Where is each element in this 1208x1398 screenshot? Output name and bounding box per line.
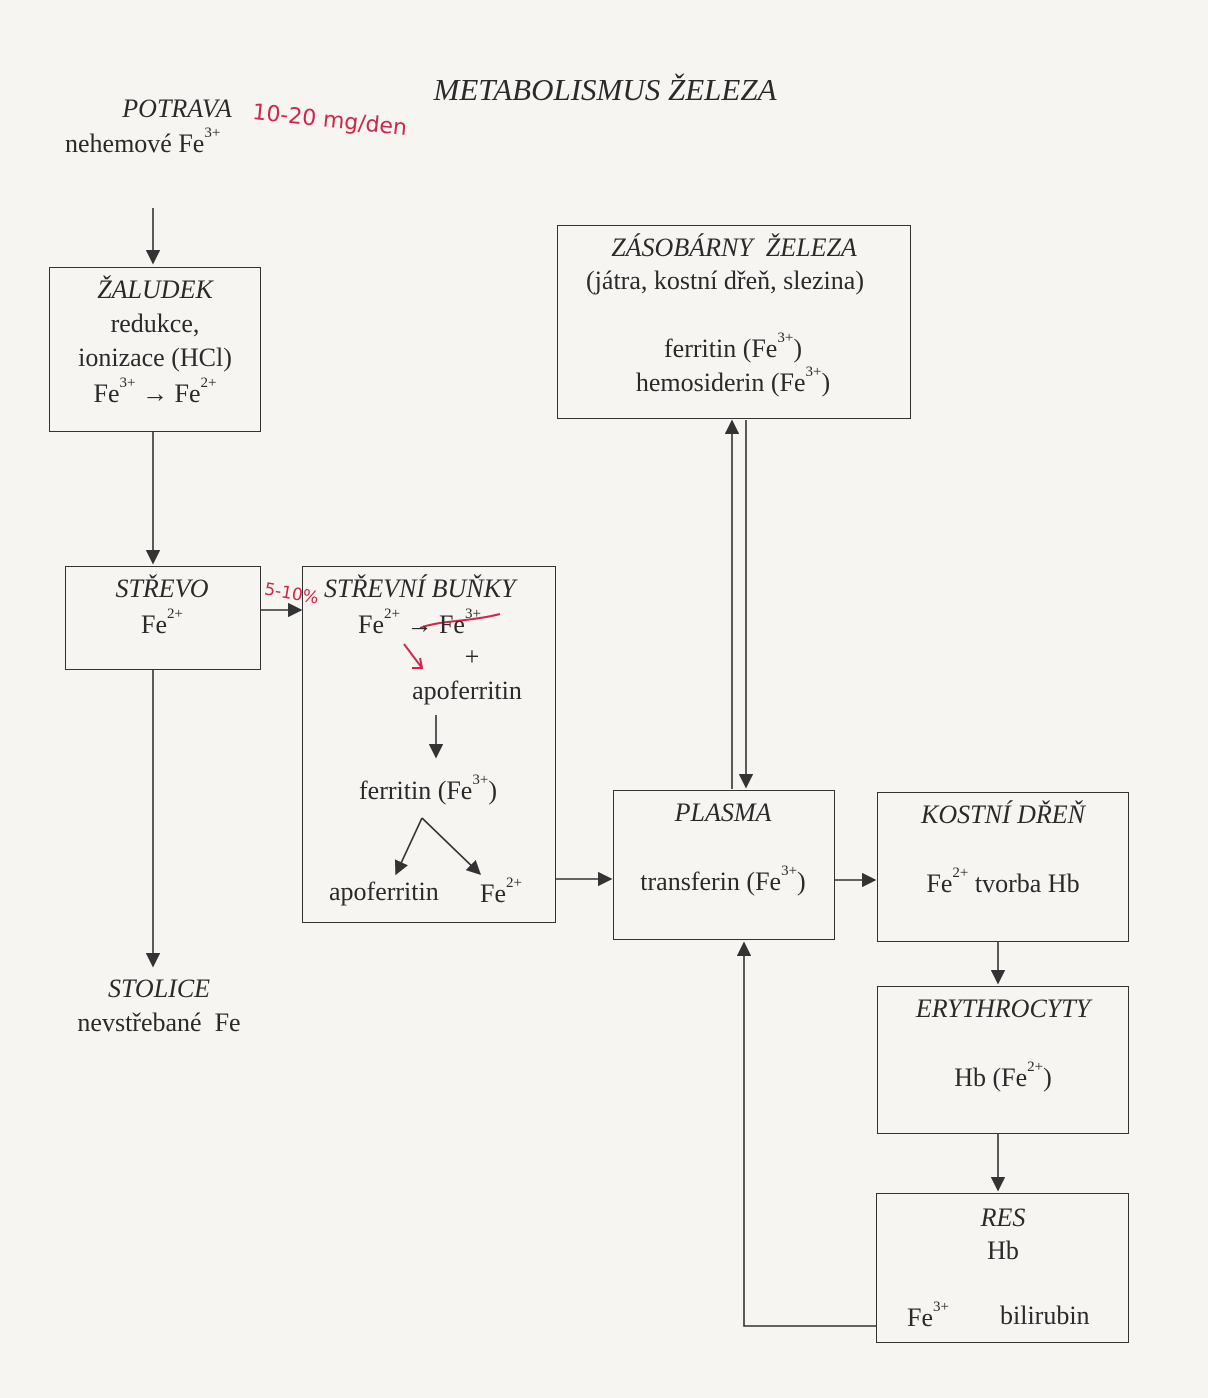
stomach-reaction: Fe3+ → Fe2+ [93, 375, 217, 408]
stool-text: nevstřebané Fe [77, 1008, 241, 1037]
cells-apoferritin-out: apoferritin [329, 877, 439, 906]
arrow-ferritin-to-apoferritin [394, 817, 423, 876]
arrow-ferritin-to-fe2 [421, 817, 482, 876]
red-handwritten-arrow [403, 643, 424, 669]
cells-apoferritin: apoferritin [412, 676, 522, 705]
res-title: RES [980, 1203, 1026, 1232]
res-box [876, 1193, 1129, 1343]
marrow-text: Fe2+ tvorba Hb [926, 865, 1080, 898]
res-hb: Hb [987, 1236, 1019, 1265]
marrow-box [877, 792, 1129, 942]
stores-box [557, 225, 911, 419]
cells-reaction: Fe2+ → Fe3+ [358, 606, 481, 639]
res-bilirubin: bilirubin [1000, 1301, 1090, 1330]
intestine-title: STŘEVO [115, 574, 209, 603]
stomach-title: ŽALUDEK [97, 275, 213, 304]
cells-plus: + [464, 642, 480, 671]
stores-places: (játra, kostní dřeň, slezina) [586, 266, 864, 295]
plasma-transferin: transferin (Fe3+) [640, 863, 806, 896]
res-fe3: Fe3+ [907, 1299, 949, 1332]
plasma-title: PLASMA [674, 798, 772, 827]
cells-fe2-out: Fe2+ [480, 875, 522, 908]
page-title: METABOLISMUS ŽELEZA [433, 72, 777, 107]
erythrocytes-title: ERYTHROCYTY [915, 994, 1091, 1023]
stomach-box [49, 267, 261, 432]
cells-box [302, 566, 556, 923]
erythrocytes-hb: Hb (Fe2+) [954, 1059, 1052, 1092]
food-text: nehemové Fe3+ [65, 125, 221, 158]
marrow-title: KOSTNÍ DŘEŇ [921, 800, 1085, 829]
food-label: POTRAVA [122, 94, 232, 123]
stores-hemosiderin: hemosiderin (Fe3+) [635, 364, 831, 397]
stomach-line1: redukce, [110, 309, 200, 338]
intestine-fe: Fe2+ [141, 606, 183, 639]
cells-ferritin: ferritin (Fe3+) [359, 772, 497, 805]
red-strike-mark [419, 613, 501, 629]
intestine-box [65, 566, 261, 670]
stores-ferritin: ferritin (Fe3+) [664, 330, 802, 363]
stores-title: ZÁSOBÁRNY ŽELEZA [611, 233, 857, 262]
cells-title: STŘEVNÍ BUŇKY [324, 574, 516, 603]
stomach-line2: ionizace (HCl) [78, 343, 232, 372]
plasma-box [613, 790, 835, 940]
arrow-res-to-plasma [736, 941, 876, 1327]
stool-title: STOLICE [107, 974, 211, 1003]
erythrocytes-box [877, 986, 1129, 1134]
